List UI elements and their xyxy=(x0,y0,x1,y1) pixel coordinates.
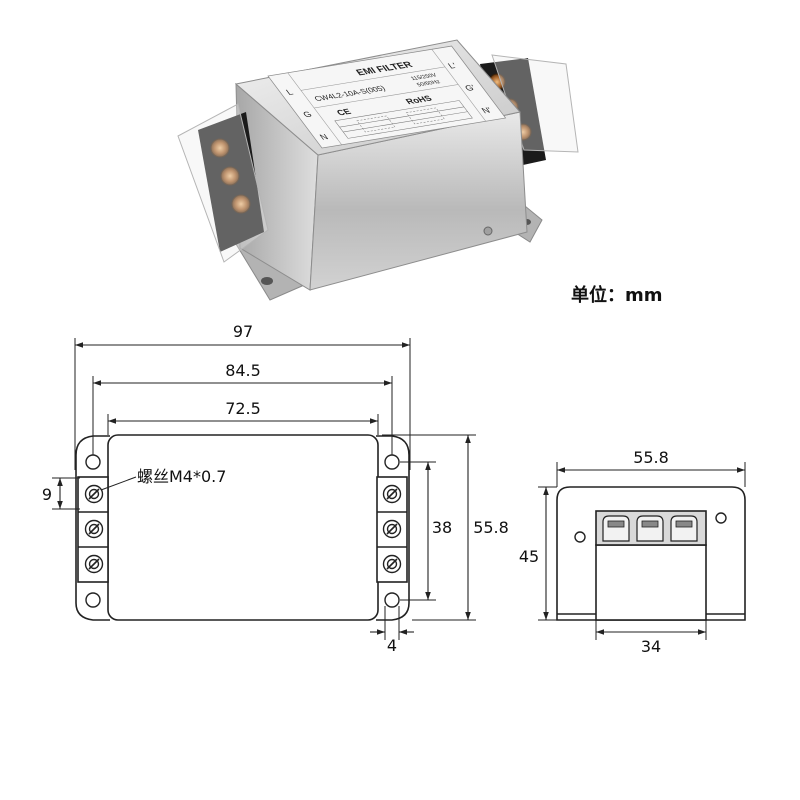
terminal-label-out: G' xyxy=(463,83,478,92)
dimension-hole-spacing-width: 38 xyxy=(400,461,452,601)
side-hole xyxy=(715,512,727,524)
mount-hole xyxy=(85,592,101,608)
dimension-label: 34 xyxy=(641,637,661,656)
terminal-label-in: L xyxy=(284,88,295,97)
terminal-label-in: G xyxy=(301,110,314,119)
side-terminal xyxy=(636,515,664,542)
product-label: L G N L' G' N' EMI FILTER CW4L2-10A-S(00… xyxy=(267,45,507,149)
terminal-screw xyxy=(84,519,104,539)
rohs-mark: RoHS xyxy=(404,94,434,106)
terminal-screw xyxy=(84,554,104,574)
terminal-screw xyxy=(382,484,402,504)
dimension-terminal-pitch: 9 xyxy=(42,477,80,510)
terminal-screw xyxy=(382,554,402,574)
mount-hole xyxy=(384,592,400,608)
label-schematic xyxy=(334,100,473,139)
terminal-screw xyxy=(84,484,104,504)
terminal-screw xyxy=(382,519,402,539)
body-outline xyxy=(107,434,379,621)
unit-label: 单位：mm xyxy=(571,284,663,306)
terminal-block-right xyxy=(376,476,408,583)
mount-hole xyxy=(384,454,400,470)
side-terminal-block xyxy=(595,510,707,546)
ce-mark: CE xyxy=(335,107,353,117)
screw-spec-label: 螺丝M4*0.7 xyxy=(137,467,226,486)
dimension-body-length: 72.5 xyxy=(107,399,379,435)
box-screw xyxy=(483,226,493,236)
terminal-label-in: N xyxy=(318,132,330,141)
input-terminal-screw xyxy=(220,166,240,186)
dimension-label: 72.5 xyxy=(225,399,261,418)
terminal-block-left xyxy=(77,476,109,583)
dimension-label: 38 xyxy=(432,518,452,537)
input-terminal-block xyxy=(177,103,269,263)
dimension-mount-hole-spacing: 84.5 xyxy=(92,361,393,455)
input-terminal-cover xyxy=(177,103,269,263)
side-terminal xyxy=(670,515,698,542)
label-frequency: 50/60Hz xyxy=(416,80,442,88)
input-terminal-screw xyxy=(231,194,251,214)
label-voltage: 115/250V xyxy=(410,73,439,82)
dimension-label: 4 xyxy=(387,636,397,655)
mount-hole xyxy=(85,454,101,470)
side-lower-panel xyxy=(595,544,707,621)
dimension-label: 9 xyxy=(42,485,52,504)
dimension-label: 55.8 xyxy=(633,448,669,467)
terminal-label-out: N' xyxy=(480,106,494,115)
product-photo: L G N L' G' N' EMI FILTER CW4L2-10A-S(00… xyxy=(177,39,579,301)
top-view-drawing: 97 84.5 72.5 9 螺丝M4*0.7 xyxy=(42,322,509,655)
dimension-terminal-block-width: 34 xyxy=(595,620,707,656)
side-view-drawing: 55.8 45 34 xyxy=(519,448,746,656)
flange-hole xyxy=(261,277,273,285)
side-hole xyxy=(574,531,586,543)
input-terminal-screw xyxy=(210,138,230,158)
dimension-label: 97 xyxy=(233,322,253,341)
dimension-label: 84.5 xyxy=(225,361,261,380)
dimension-label: 45 xyxy=(519,547,539,566)
terminal-label-out: L' xyxy=(446,61,459,70)
dimension-side-height: 45 xyxy=(519,486,557,621)
dimension-overall-length: 97 xyxy=(74,322,411,470)
screw-callout: 螺丝M4*0.7 xyxy=(100,467,226,491)
dimension-overall-width: 55.8 xyxy=(382,434,509,621)
dimension-label: 55.8 xyxy=(473,518,509,537)
dimension-flange-width: 4 xyxy=(370,606,414,655)
side-terminal xyxy=(602,515,630,542)
dimension-side-width: 55.8 xyxy=(556,448,746,487)
